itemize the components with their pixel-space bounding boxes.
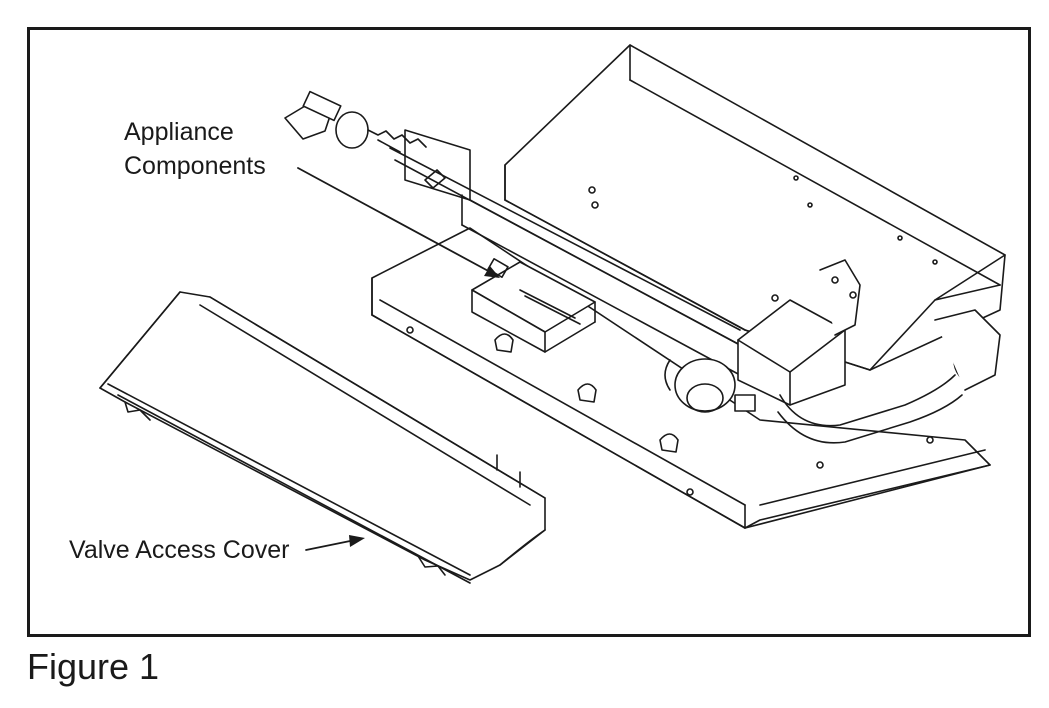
- valve-access-cover-leader: [305, 539, 356, 551]
- shutoff-valve-drawing: [284, 90, 427, 153]
- inlet-tube-drawing: [389, 129, 741, 376]
- appliance-components-leader: [297, 167, 493, 274]
- control-module-drawing: [471, 258, 596, 353]
- appliance-components-label: Appliance Components: [124, 115, 266, 183]
- figure-frame: [27, 27, 1031, 637]
- burner-housing-drawing: [504, 44, 1006, 371]
- junction-block-drawing: [737, 259, 861, 406]
- valve-access-cover-label: Valve Access Cover: [69, 536, 290, 564]
- figure-caption: Figure 1: [27, 646, 160, 687]
- appliance-components-line-1: Appliance: [124, 118, 234, 146]
- valve-access-cover-drawing: [99, 291, 546, 584]
- callout-leaders: [297, 167, 500, 551]
- flex-hose-drawing: [777, 309, 1001, 444]
- appliance-components-line-2: Components: [124, 152, 266, 180]
- gas-valve-drawing: [664, 358, 756, 413]
